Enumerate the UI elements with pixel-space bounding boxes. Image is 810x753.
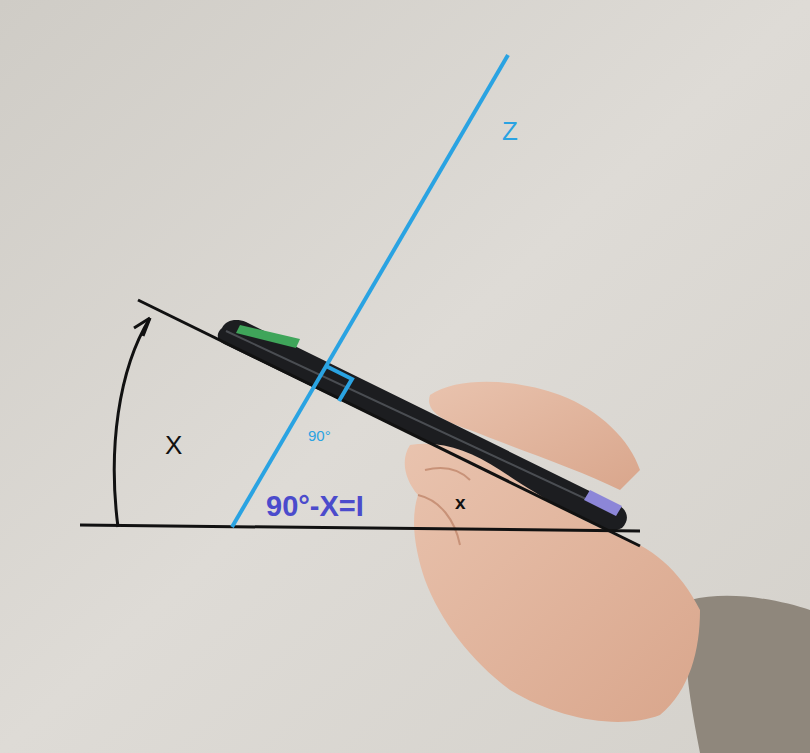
- angle-label: X: [165, 432, 182, 458]
- finger-crease: [418, 495, 460, 545]
- right-angle-mark: [326, 366, 352, 401]
- finger-crease: [425, 468, 470, 480]
- normal-line-z: [232, 55, 508, 527]
- angle-label-small: x: [455, 493, 466, 512]
- horizontal-line: [80, 525, 640, 531]
- phone-screen-purple: [584, 490, 622, 516]
- sleeve: [686, 596, 810, 753]
- angle-value: 90°: [308, 428, 331, 443]
- phone-screen-green: [236, 325, 300, 348]
- phone-plane-line: [138, 300, 640, 546]
- axis-label: Z: [502, 118, 518, 144]
- angle-equation: 90°-X=I: [266, 492, 364, 521]
- arc-arrowhead: [134, 318, 150, 336]
- palm: [405, 444, 700, 722]
- angle-arc: [114, 318, 150, 527]
